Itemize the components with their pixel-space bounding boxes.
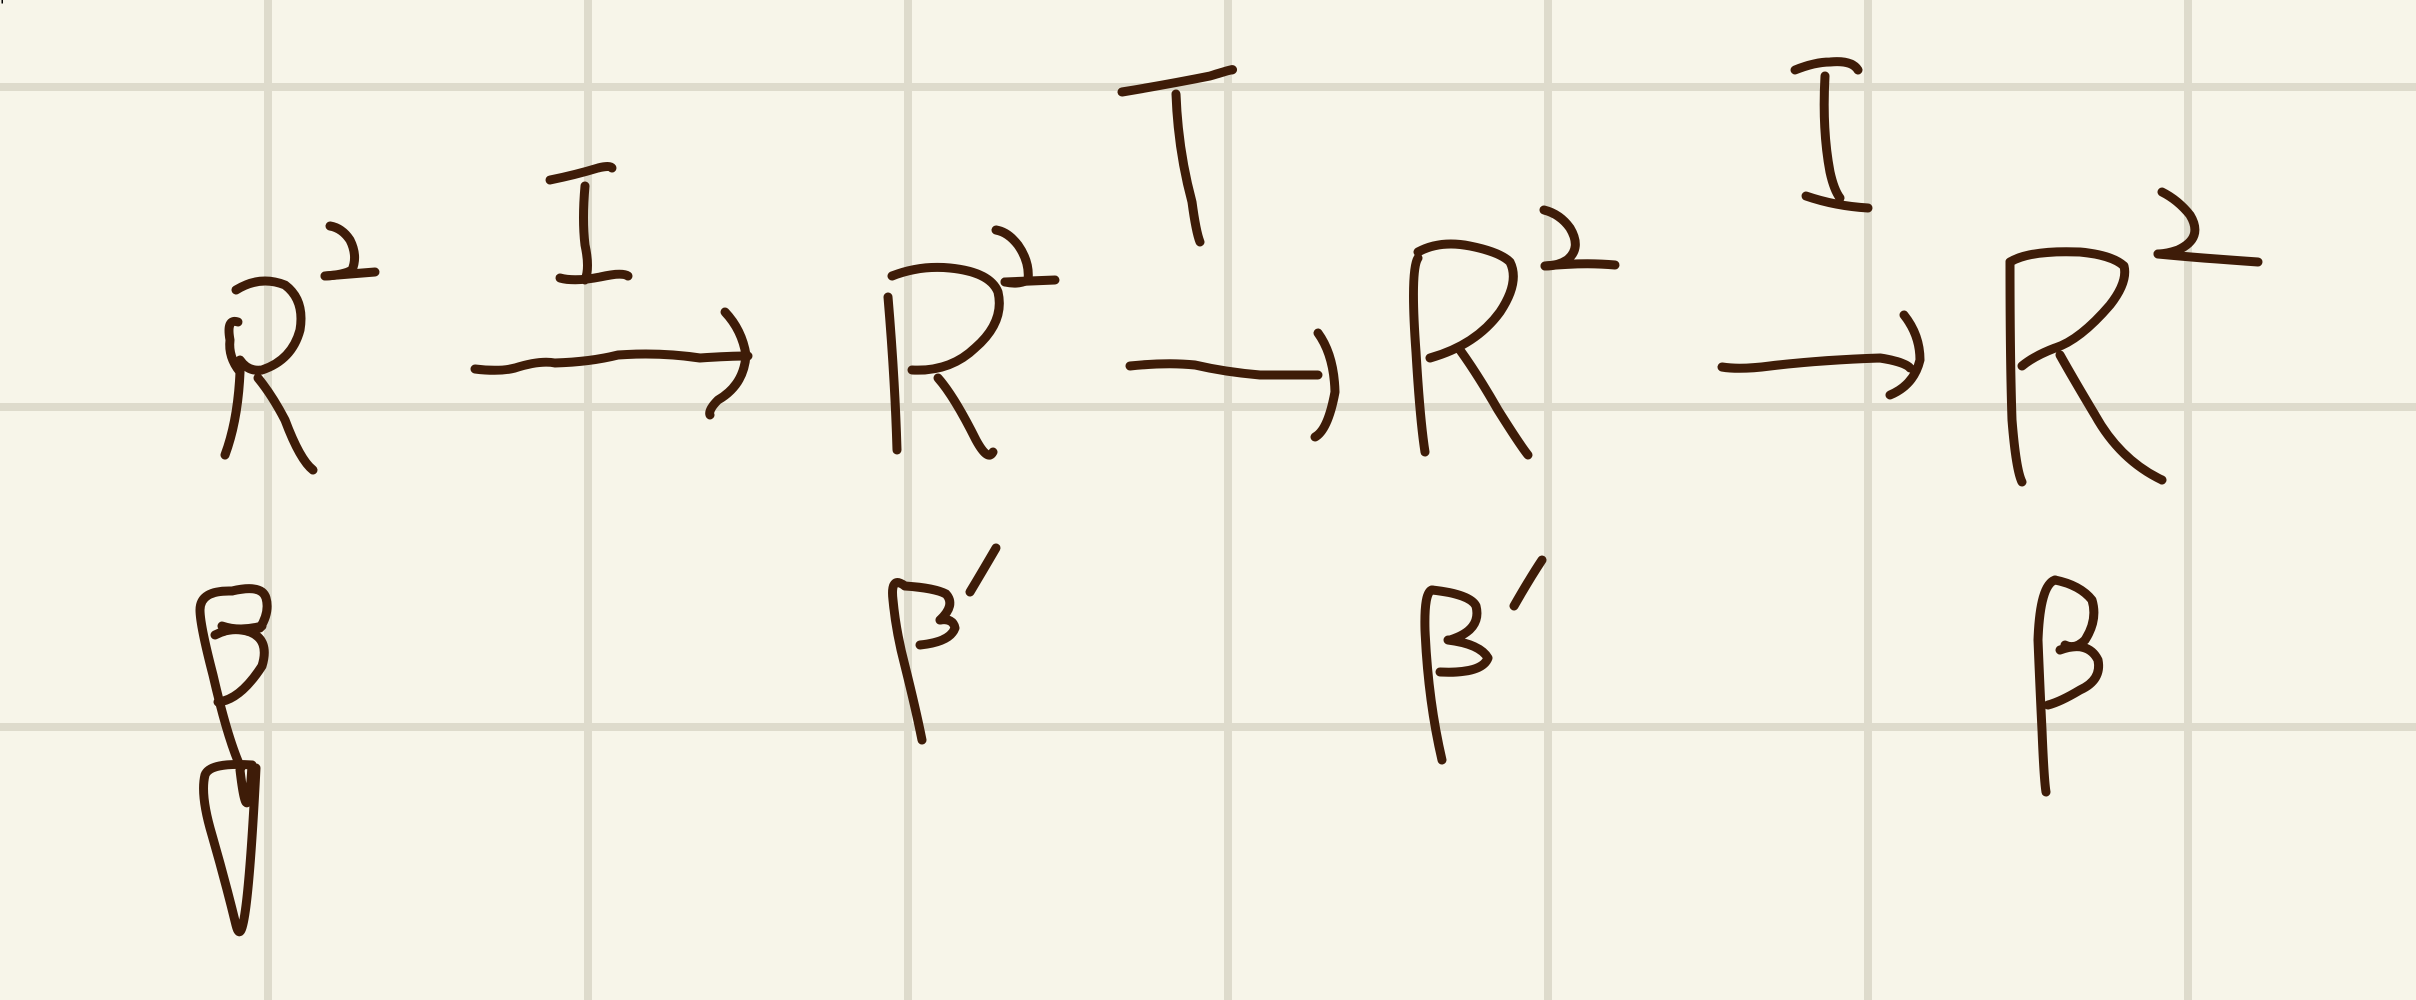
map-1-label: I <box>0 0 5 4</box>
space-2-letter-r <box>883 262 1004 460</box>
space-1-letter-r <box>220 276 318 475</box>
map-3-label: I <box>0 0 5 4</box>
map-1-letter-i <box>545 162 633 285</box>
map-3-letter-i <box>1790 57 1873 213</box>
map-2-arrow <box>1125 328 1340 442</box>
space-3-beta-prime-symbol <box>1420 555 1547 765</box>
space-1-superscript-2 <box>320 221 380 281</box>
space-1-basis-label: β <box>0 0 10 4</box>
map-2-label: T <box>0 0 10 4</box>
space-3-letter-r <box>1408 239 1533 460</box>
space-1-beta-symbol <box>195 584 272 937</box>
space-4-superscript-2 <box>2153 187 2263 267</box>
space-4: R² β <box>0 0 2263 797</box>
space-4-beta-symbol <box>2033 575 2104 797</box>
map-3: I <box>0 0 1925 400</box>
space-1: R² β <box>0 0 380 937</box>
space-2: R² β′ <box>0 0 1060 745</box>
space-1-label: R² <box>0 0 18 4</box>
space-2-basis-label: β′ <box>0 0 14 4</box>
map-2: T <box>0 0 1340 442</box>
space-4-basis-label: β <box>0 0 10 4</box>
space-3: R² β′ <box>0 0 1620 765</box>
space-4-label: R² <box>0 0 18 4</box>
space-2-beta-prime-symbol <box>888 543 1001 745</box>
space-2-superscript-2 <box>991 225 1060 288</box>
space-4-letter-r <box>2005 247 2167 487</box>
map-1: I <box>0 0 753 420</box>
space-3-basis-label: β′ <box>0 0 14 4</box>
space-2-label: R² <box>0 0 18 4</box>
space-3-superscript-2 <box>1539 205 1620 271</box>
map-1-arrow <box>470 307 753 420</box>
map-3-arrow <box>1717 310 1925 400</box>
map-2-letter-t <box>1117 65 1238 247</box>
space-3-label: R² <box>0 0 18 4</box>
